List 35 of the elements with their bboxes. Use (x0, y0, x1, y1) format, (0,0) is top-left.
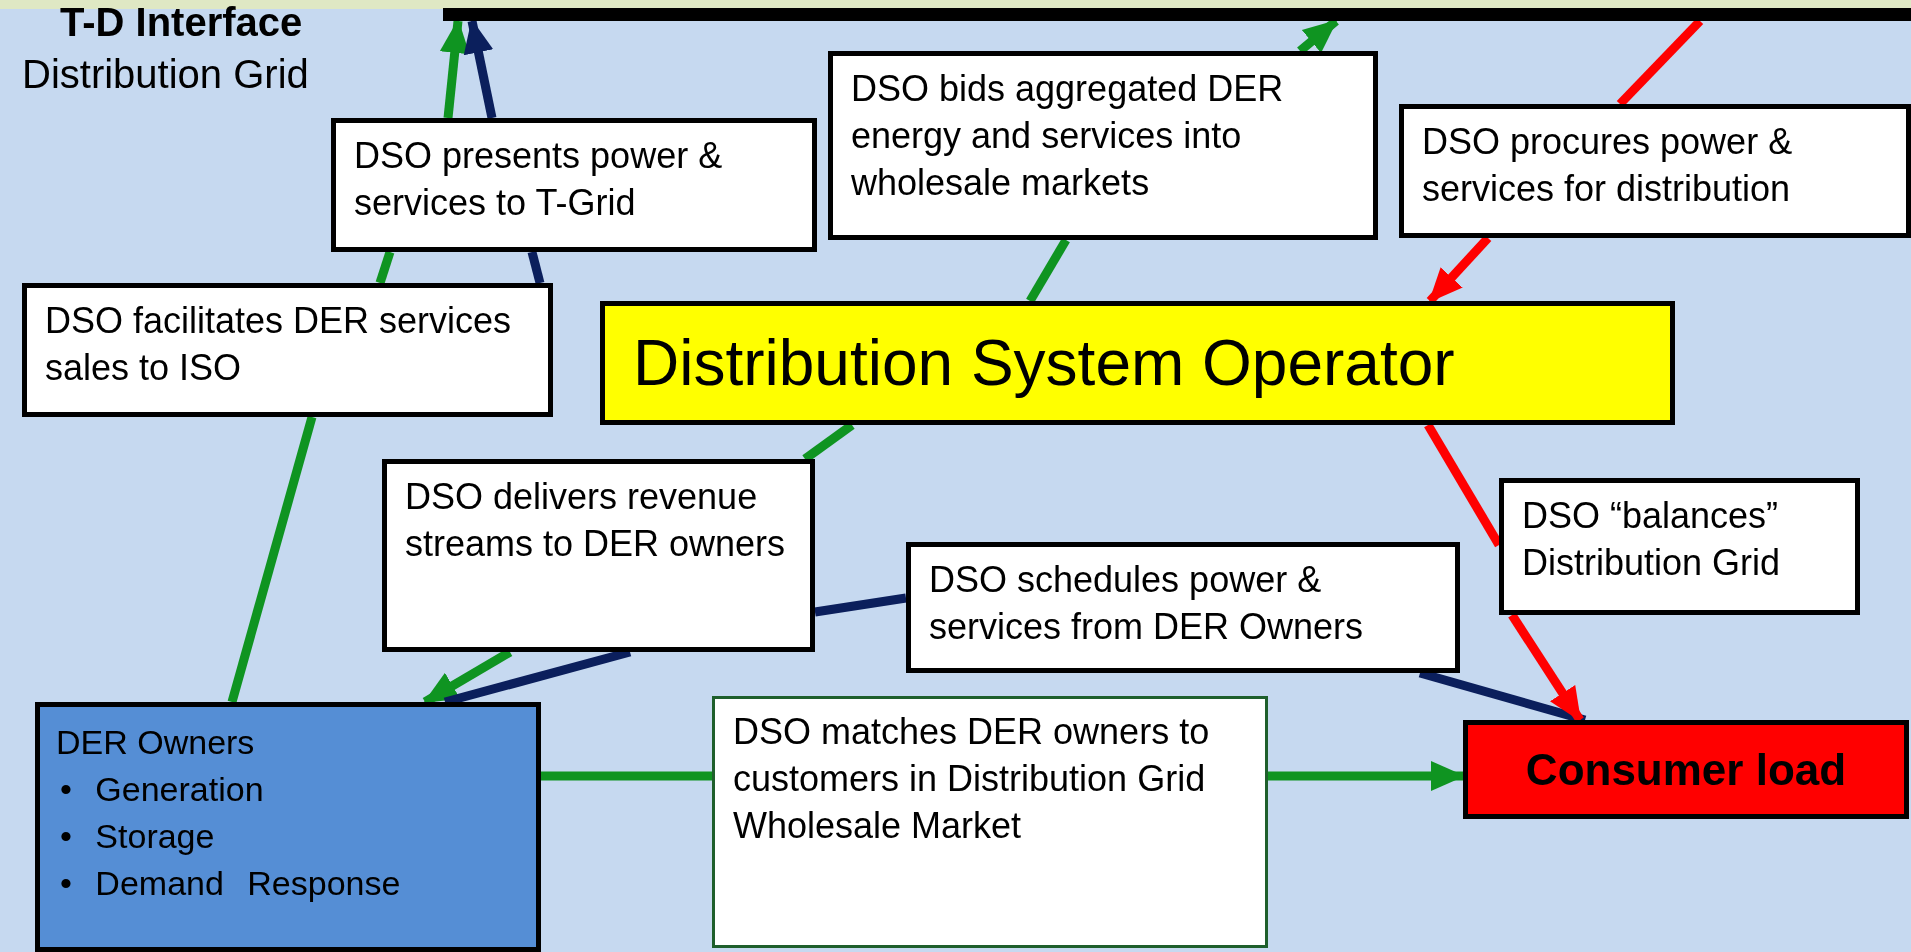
connector-line (814, 593, 907, 617)
arrow (1268, 761, 1465, 791)
box-text: DSO procures power & services for distribution (1422, 120, 1794, 211)
connector-line (541, 771, 712, 781)
list-item: • Generation (60, 768, 265, 810)
text-box (331, 118, 817, 252)
text-box (22, 283, 553, 417)
arrow (463, 19, 497, 119)
text-box (1499, 478, 1860, 615)
connector-line (375, 250, 395, 285)
box-text: DSO “balances” Distribution Grid (1522, 494, 1782, 585)
text-box (828, 51, 1378, 240)
box-text: DSO bids aggregated DER energy and services into wholesale markets (851, 67, 1285, 205)
text-box (712, 696, 1268, 948)
box-heading: DER Owners (56, 722, 256, 763)
list-item: • Storage (60, 815, 216, 857)
load-box (1463, 720, 1909, 819)
text-box (906, 542, 1460, 673)
connector-line (527, 250, 545, 285)
box-text: DSO facilitates DER services sales to ISO (45, 299, 513, 390)
box-text: DSO schedules power & services from DER Owners (929, 558, 1365, 649)
operator-box (600, 301, 1675, 425)
connector-line (227, 415, 317, 704)
text-box (1399, 104, 1911, 238)
load-title: Consumer load (1525, 744, 1847, 795)
text-box (382, 459, 815, 652)
owner-box (35, 702, 541, 952)
operator-title: Distribution System Operator (633, 326, 1455, 400)
box-text: DSO matches DER owners to customers in Distribution Grid (733, 710, 1211, 801)
box-text: DSO presents power & services to T-Grid (354, 134, 724, 225)
region-label: Distribution Grid (22, 52, 309, 97)
list-item: • Demand Response (60, 862, 402, 904)
box-text: DSO delivers revenue streams to DER owners (405, 475, 787, 566)
heading: T-D Interface (60, 0, 303, 45)
box-text: Wholesale Market (733, 803, 1023, 848)
